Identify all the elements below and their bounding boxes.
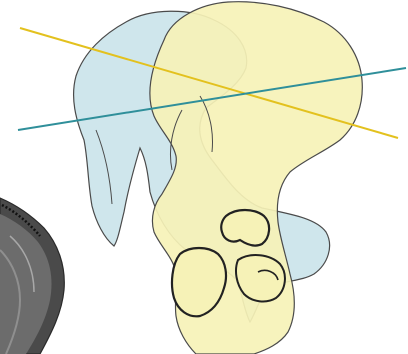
pelvis-overlay-illustration — [0, 0, 408, 354]
